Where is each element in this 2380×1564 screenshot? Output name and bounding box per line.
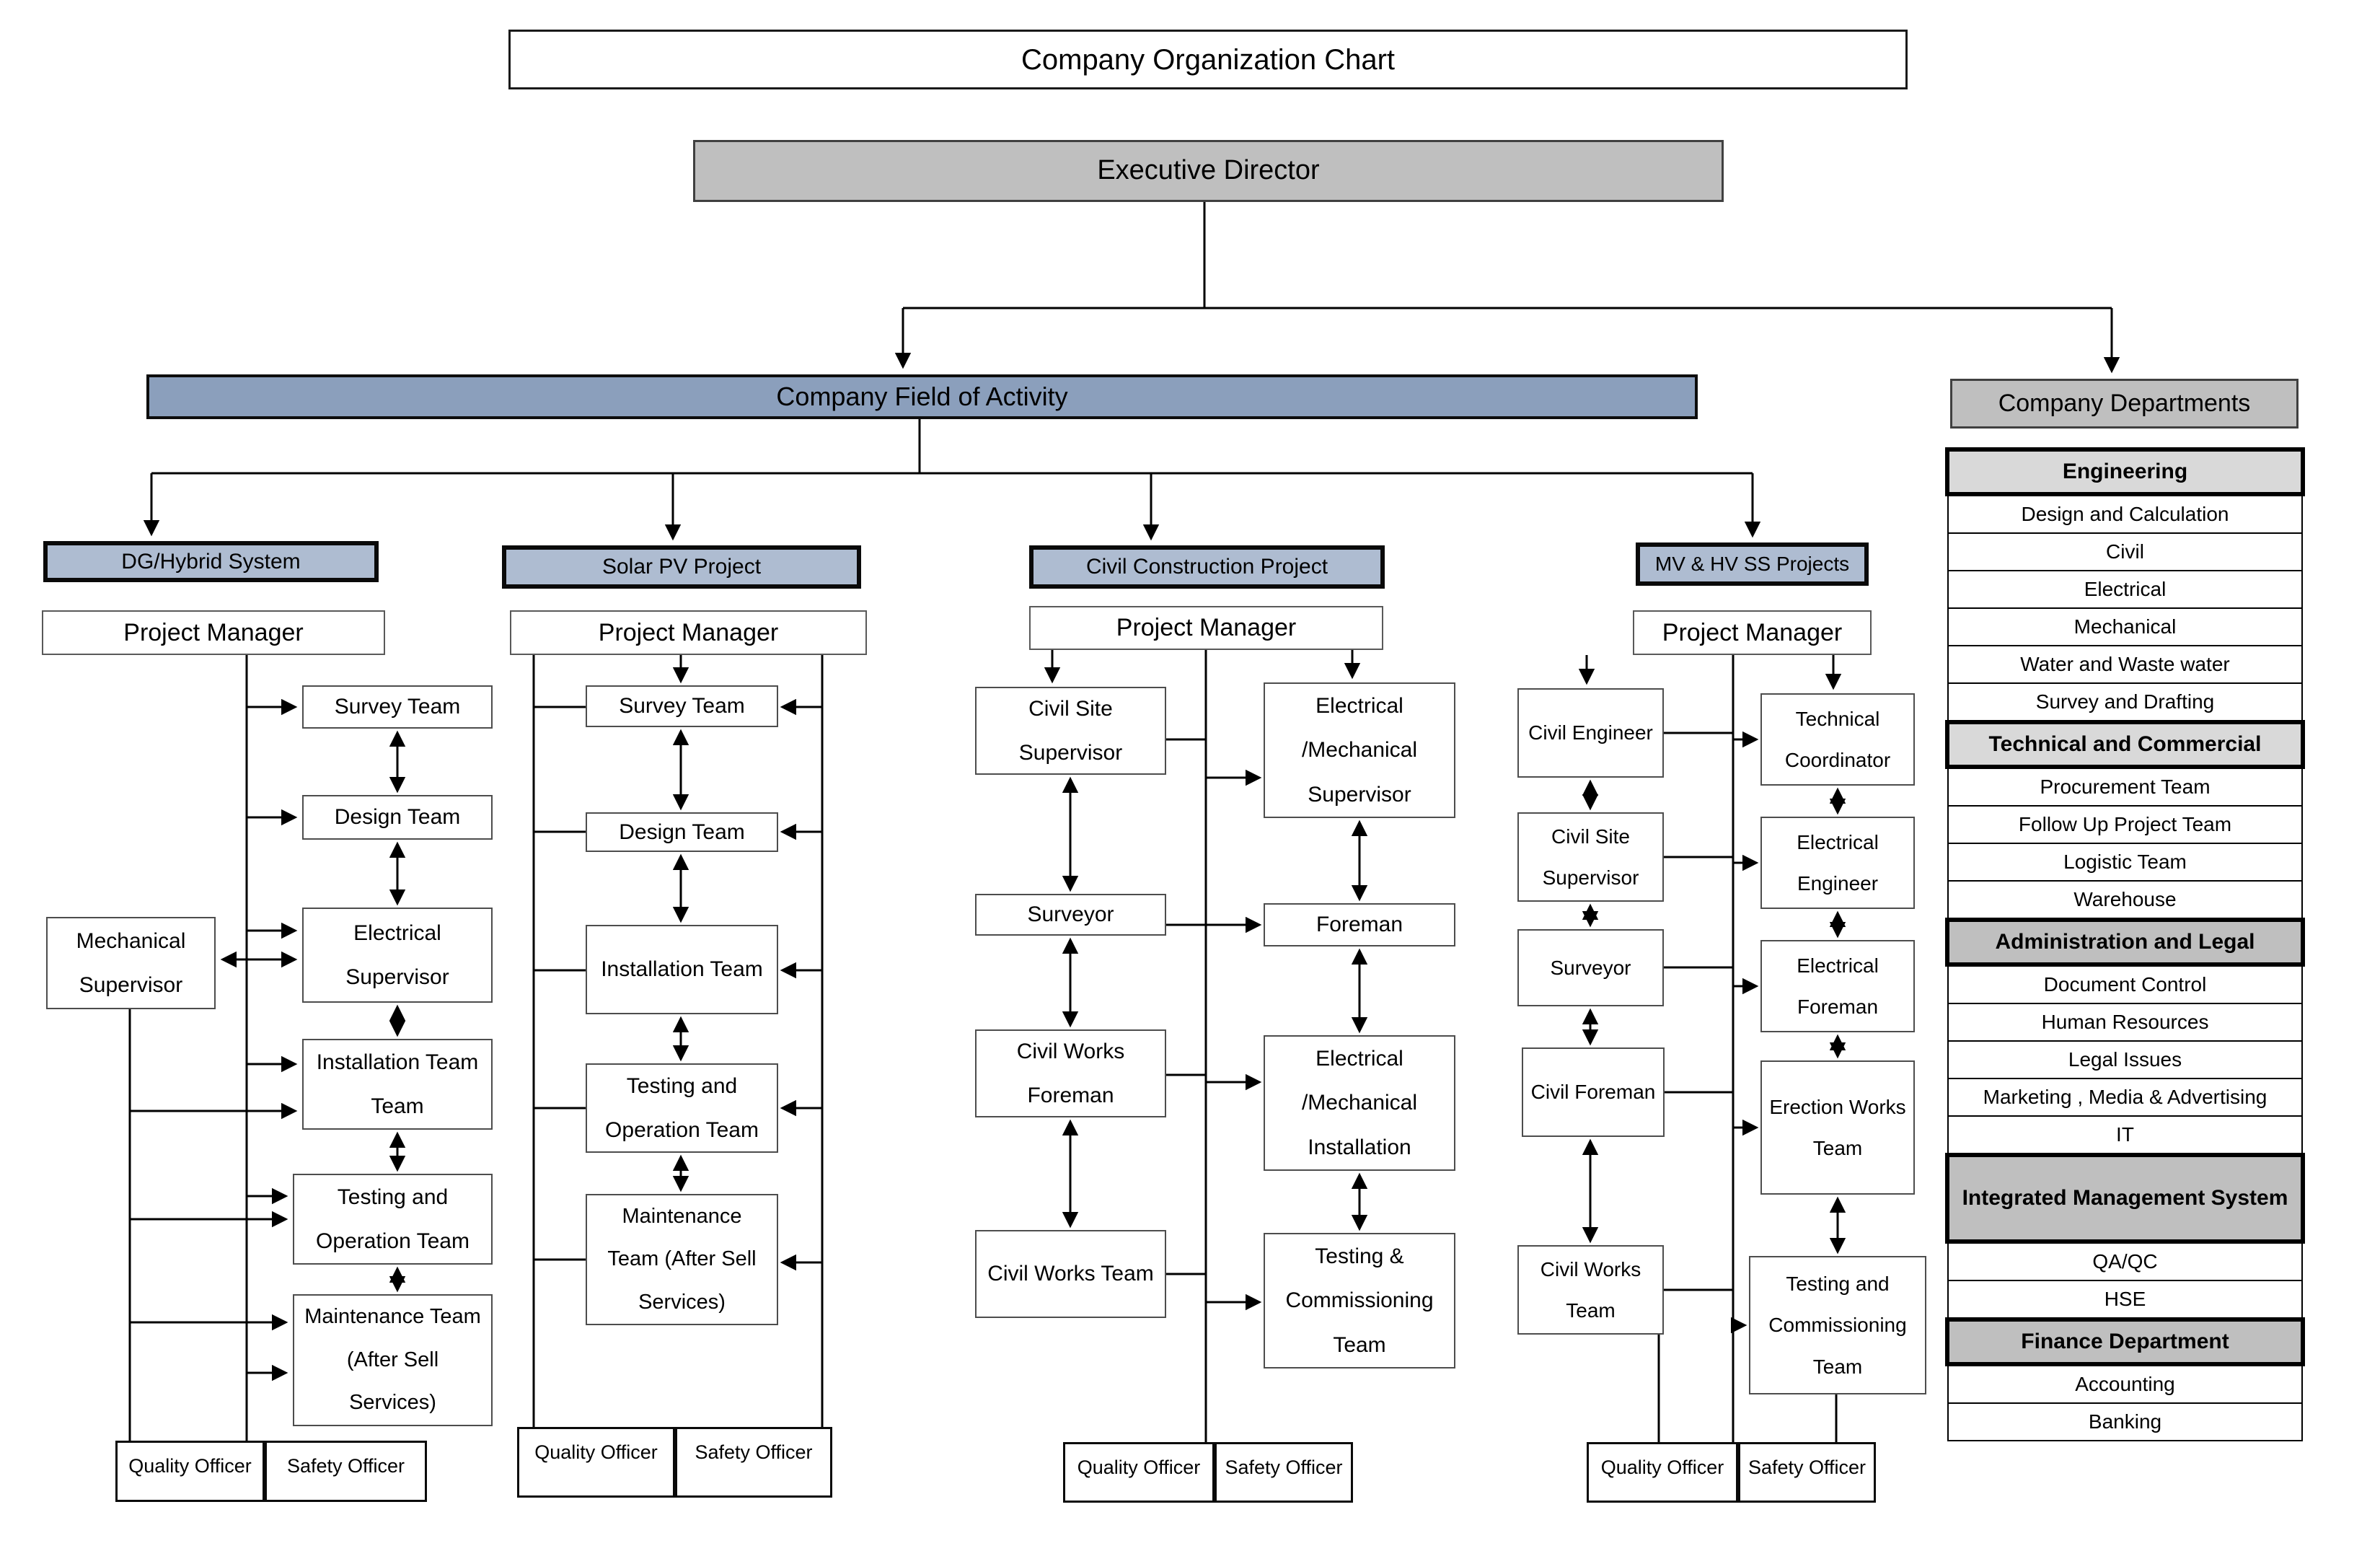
mv-civil-works-team: Civil Works Team bbox=[1517, 1245, 1664, 1335]
civil-testing-commissioning-team: Testing & Commissioning Team bbox=[1264, 1233, 1455, 1368]
executive-director-box: Executive Director bbox=[693, 140, 1724, 202]
mv-civil-foreman: Civil Foreman bbox=[1522, 1047, 1665, 1137]
mv-project-manager: Project Manager bbox=[1633, 610, 1872, 655]
dept-item: IT bbox=[1947, 1115, 2303, 1154]
dept-section-finance: Finance Department bbox=[1945, 1317, 2305, 1366]
dg-quality-officer: Quality Officer bbox=[115, 1441, 265, 1502]
mv-testing-commissioning-team: Testing and Commissioning Team bbox=[1749, 1256, 1926, 1394]
dept-item: Warehouse bbox=[1947, 880, 2303, 919]
solar-quality-officer: Quality Officer bbox=[517, 1427, 675, 1498]
dept-item: Procurement Team bbox=[1947, 768, 2303, 807]
dept-section-administration-legal: Administration and Legal bbox=[1945, 918, 2305, 967]
dept-item: Banking bbox=[1947, 1402, 2303, 1441]
dept-item: Design and Calculation bbox=[1947, 495, 2303, 534]
dept-item: Water and Waste water bbox=[1947, 645, 2303, 684]
dg-project-manager: Project Manager bbox=[42, 610, 385, 655]
solar-survey-team: Survey Team bbox=[586, 685, 778, 727]
departments-panel: Engineering Design and Calculation Civil… bbox=[1945, 447, 2305, 1441]
solar-maintenance-team: Maintenance Team (After Sell Services) bbox=[586, 1194, 778, 1325]
dept-item: Follow Up Project Team bbox=[1947, 805, 2303, 844]
mv-civil-site-supervisor: Civil Site Supervisor bbox=[1517, 812, 1664, 902]
civil-quality-officer: Quality Officer bbox=[1063, 1442, 1215, 1503]
mv-safety-officer: Safety Officer bbox=[1738, 1442, 1876, 1503]
mv-quality-officer: Quality Officer bbox=[1587, 1442, 1738, 1503]
civil-surveyor: Surveyor bbox=[975, 894, 1166, 936]
dg-testing-operation-team: Testing and Operation Team bbox=[293, 1174, 493, 1265]
dept-item: Survey and Drafting bbox=[1947, 682, 2303, 721]
civil-construction-header: Civil Construction Project bbox=[1029, 545, 1385, 589]
dept-item: Legal Issues bbox=[1947, 1040, 2303, 1079]
dept-item: Marketing , Media & Advertising bbox=[1947, 1078, 2303, 1117]
chart-title: Company Organization Chart bbox=[508, 30, 1908, 89]
mv-hv-header: MV & HV SS Projects bbox=[1636, 542, 1869, 586]
solar-safety-officer: Safety Officer bbox=[675, 1427, 832, 1498]
solar-installation-team: Installation Team bbox=[586, 925, 778, 1014]
civil-site-supervisor: Civil Site Supervisor bbox=[975, 687, 1166, 775]
dept-item: Logistic Team bbox=[1947, 843, 2303, 882]
mv-surveyor: Surveyor bbox=[1517, 929, 1664, 1006]
dept-section-technical-commercial: Technical and Commercial bbox=[1945, 720, 2305, 769]
solar-testing-operation-team: Testing and Operation Team bbox=[586, 1063, 778, 1153]
solar-design-team: Design Team bbox=[586, 812, 778, 852]
mv-erection-works-team: Erection Works Team bbox=[1760, 1060, 1915, 1195]
mv-civil-engineer: Civil Engineer bbox=[1517, 688, 1664, 778]
dept-item: Electrical bbox=[1947, 570, 2303, 609]
mv-electrical-engineer: Electrical Engineer bbox=[1760, 817, 1915, 909]
dept-item: Accounting bbox=[1947, 1365, 2303, 1404]
mv-electrical-foreman: Electrical Foreman bbox=[1760, 940, 1915, 1032]
dg-safety-officer: Safety Officer bbox=[265, 1441, 427, 1502]
dept-item: HSE bbox=[1947, 1280, 2303, 1319]
dept-item: Human Resources bbox=[1947, 1003, 2303, 1042]
dept-item: Mechanical bbox=[1947, 607, 2303, 646]
civil-project-manager: Project Manager bbox=[1029, 606, 1383, 650]
field-of-activity-bar: Company Field of Activity bbox=[146, 374, 1698, 419]
company-departments-box: Company Departments bbox=[1950, 379, 2299, 429]
civil-safety-officer: Safety Officer bbox=[1215, 1442, 1353, 1503]
civil-works-foreman: Civil Works Foreman bbox=[975, 1029, 1166, 1117]
dg-hybrid-header: DG/Hybrid System bbox=[43, 541, 379, 582]
dept-item: Civil bbox=[1947, 532, 2303, 571]
dg-mechanical-supervisor: Mechanical Supervisor bbox=[46, 917, 216, 1009]
civil-works-team: Civil Works Team bbox=[975, 1230, 1166, 1318]
civil-em-installation: Electrical /Mechanical Installation bbox=[1264, 1035, 1455, 1171]
dg-survey-team: Survey Team bbox=[302, 685, 493, 729]
dept-item: Document Control bbox=[1947, 965, 2303, 1004]
dept-section-integrated-management: Integrated Management System bbox=[1945, 1153, 2305, 1244]
mv-technical-coordinator: Technical Coordinator bbox=[1760, 693, 1915, 786]
solar-project-manager: Project Manager bbox=[510, 610, 867, 655]
civil-em-supervisor: Electrical /Mechanical Supervisor bbox=[1264, 682, 1455, 818]
dg-installation-team: Installation Team Team bbox=[302, 1039, 493, 1130]
dept-section-engineering: Engineering bbox=[1945, 447, 2305, 496]
dg-design-team: Design Team bbox=[302, 795, 493, 840]
dg-electrical-supervisor: Electrical Supervisor bbox=[302, 908, 493, 1003]
civil-foreman: Foreman bbox=[1264, 903, 1455, 946]
dg-maintenance-team: Maintenance Team (After Sell Services) bbox=[293, 1294, 493, 1426]
dept-item: QA/QC bbox=[1947, 1242, 2303, 1281]
solar-pv-header: Solar PV Project bbox=[502, 545, 861, 589]
